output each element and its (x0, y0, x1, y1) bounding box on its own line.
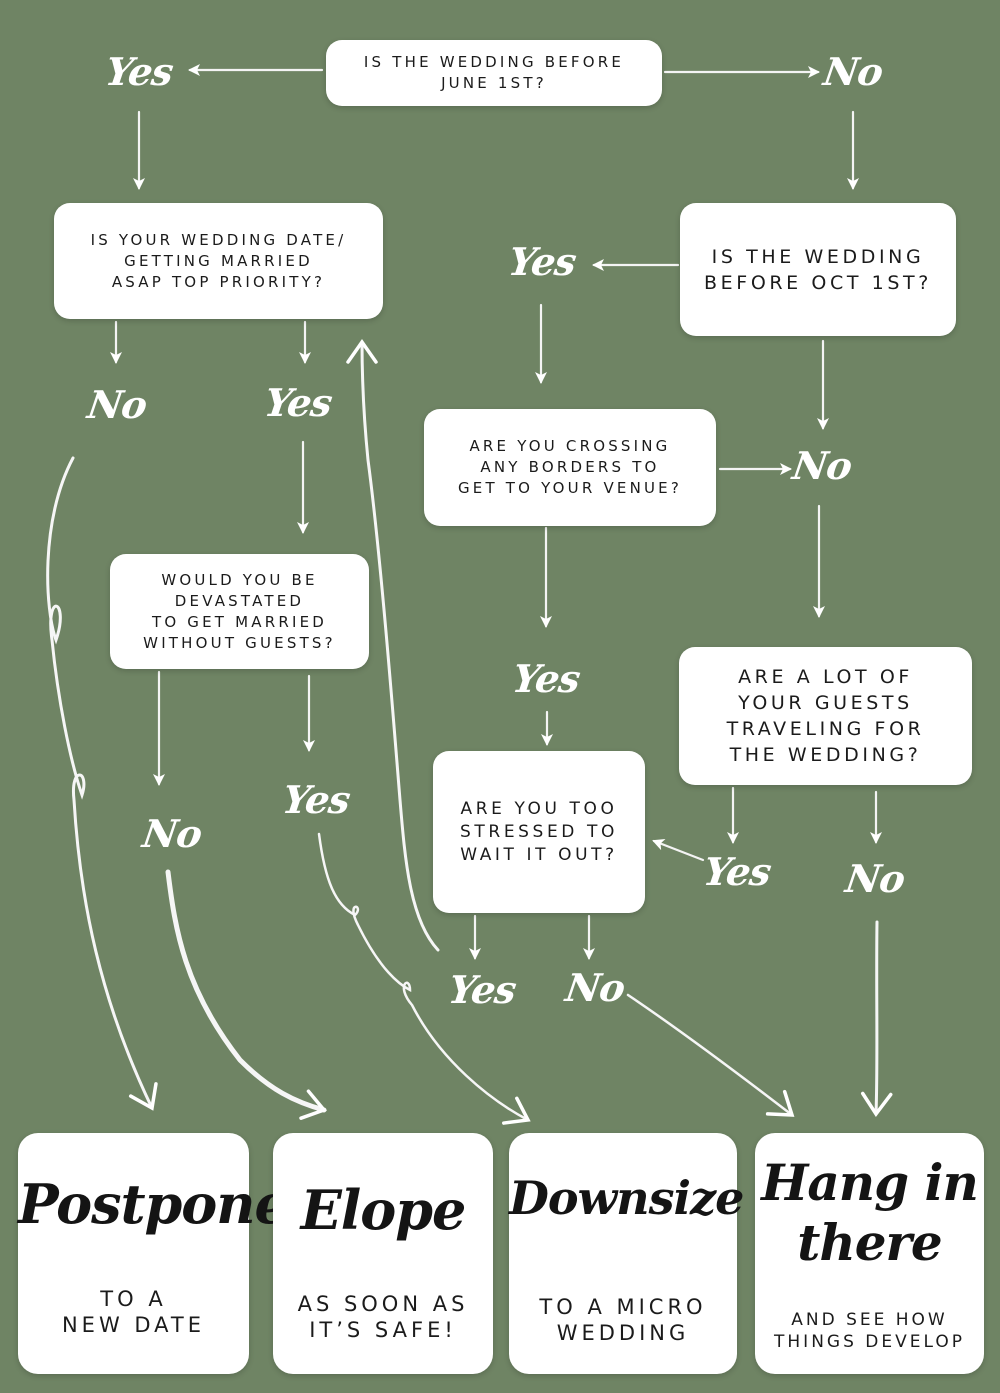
result-hang-in-there: Hang in there AND SEE HOW THINGS DEVELOP (755, 1133, 984, 1374)
result-postpone-subtitle: TO A NEW DATE (61, 1287, 206, 1337)
question-before-oct: IS THE WEDDING BEFORE OCT 1ST? (680, 203, 956, 336)
result-downsize-subtitle: TO A MICRO WEDDING (539, 1295, 707, 1345)
label-yes-stressed: Yes (445, 967, 519, 1012)
curve-no-to-elope (165, 869, 327, 1120)
result-postpone-title: Postpone (18, 1172, 289, 1236)
label-yes-borders: Yes (509, 656, 583, 701)
result-elope-subtitle: AS SOON AS IT’S SAFE! (297, 1292, 469, 1342)
result-downsize: Downsize TO A MICRO WEDDING (509, 1133, 744, 1374)
result-hang-in-there-title: Hang in there (761, 1153, 979, 1272)
question-borders: ARE YOU CROSSING ANY BORDERS TO GET TO Y… (424, 409, 716, 526)
question-devastated: WOULD YOU BE DEVASTATED TO GET MARRIED W… (110, 554, 369, 669)
label-yes-devastated: Yes (279, 777, 353, 822)
question-before-june: IS THE WEDDING BEFORE JUNE 1ST? (326, 40, 662, 106)
label-no-guests: No (842, 856, 908, 901)
label-yes-guests: Yes (700, 849, 774, 894)
result-postpone: Postpone TO A NEW DATE (18, 1133, 289, 1374)
question-stressed: ARE YOU TOO STRESSED TO WAIT IT OUT? (433, 751, 645, 913)
label-yes-oct: Yes (505, 239, 579, 284)
label-yes-june: Yes (102, 49, 176, 94)
curve-no-to-hang (626, 993, 795, 1117)
label-no-priority: No (84, 382, 150, 427)
question-priority: IS YOUR WEDDING DATE/ GETTING MARRIED AS… (54, 203, 383, 319)
label-no-june: No (820, 49, 886, 94)
label-yes-priority: Yes (261, 380, 335, 425)
curve-no-to-postpone (46, 456, 158, 1111)
label-no-oct: No (789, 443, 855, 488)
curve-yes-to-downsize (317, 832, 531, 1125)
curve-yes-to-priority (346, 338, 440, 952)
label-no-devastated: No (139, 811, 205, 856)
result-elope-title: Elope (300, 1178, 467, 1242)
result-hang-in-there-subtitle: AND SEE HOW THINGS DEVELOP (774, 1310, 965, 1352)
result-elope: Elope AS SOON AS IT’S SAFE! (273, 1133, 493, 1374)
result-downsize-title: Downsize (509, 1171, 744, 1225)
curve-no-to-hang-straight (860, 920, 893, 1118)
question-guests-traveling: ARE A LOT OF YOUR GUESTS TRAVELING FOR T… (679, 647, 972, 785)
arrow-guests-yes-to-stressed (652, 839, 705, 862)
label-no-stressed: No (562, 965, 628, 1010)
